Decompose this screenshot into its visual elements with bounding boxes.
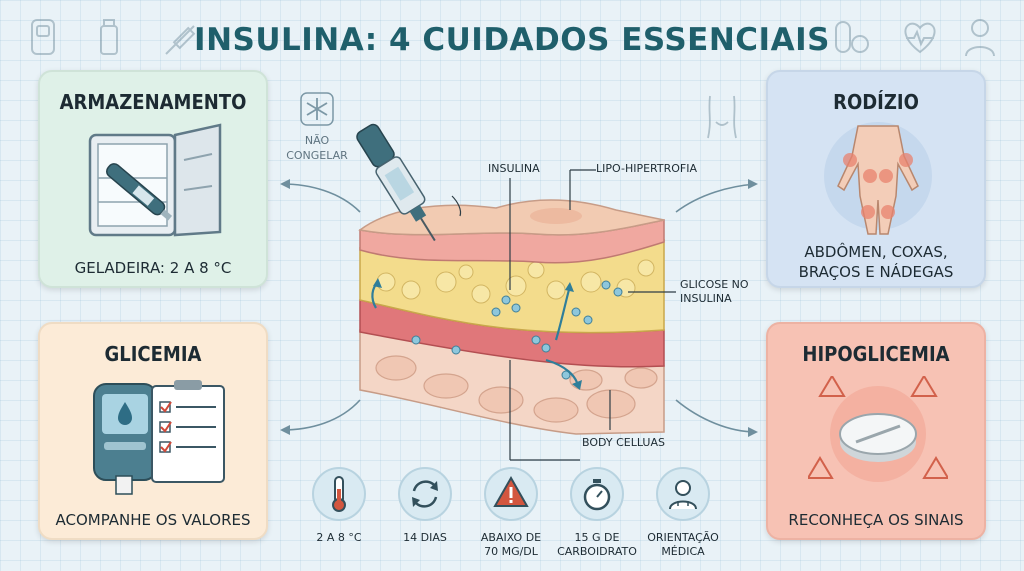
cycle-icon-circle [398, 467, 452, 521]
warning-icon [493, 475, 529, 507]
stopwatch-icon [583, 479, 611, 511]
card-caption: GELADEIRA: 2 A 8 °C [74, 259, 232, 277]
callout-body: BODY CELLUAS [582, 436, 665, 449]
card-caption: RECONHEÇA OS SINAIS [788, 511, 964, 529]
card-title: HIPOGLICEMIA [802, 342, 950, 366]
glucometer-checklist-icon [93, 380, 225, 495]
tablet-warning-icon [808, 376, 948, 482]
icon-label-carb: 15 G DE CARBOIDRATO [552, 531, 642, 559]
warning-icon-circle [484, 467, 538, 521]
card-title: RODÍZIO [833, 90, 919, 114]
icon-label-line1: ORIENTAÇÃO [647, 531, 719, 544]
card-caption-line1: ABDÔMEN, COXAS, [804, 243, 948, 261]
doctor-icon-circle [656, 467, 710, 521]
icon-label-line1: 2 A 8 °C [316, 531, 362, 544]
cycle-icon [412, 480, 438, 508]
card-title: ARMAZENAMENTO [59, 90, 247, 114]
glucometer-icon [31, 19, 55, 55]
fridge-pen-icon [88, 123, 222, 237]
thermometer-icon [332, 476, 346, 512]
card-rodizio: RODÍZIO ABDÔMEN, COXAS, BRAÇOS E NÁDEGAS [766, 70, 986, 288]
icon-label-days: 14 DIAS [380, 531, 470, 545]
icon-label-line1: 15 G DE [574, 531, 620, 544]
pills-icon [835, 21, 869, 53]
callout-glicose-line2: INSULINA [680, 292, 732, 305]
card-hipoglicemia: HIPOGLICEMIA RECONHEÇA OS SINAIS [766, 322, 986, 540]
icon-label-line1: 14 DIAS [403, 531, 447, 544]
freeze-note: NÃO CONGELAR [282, 133, 352, 163]
callout-glicose-line1: GLICOSE NO [680, 278, 749, 291]
doctor-deco-icon [965, 19, 995, 57]
card-glicemia: GLICEMIA ACOMPANHE OS VALORES [38, 322, 268, 540]
icon-label-line1: ABAIXO DE [480, 531, 542, 544]
thermometer-icon-circle [312, 467, 366, 521]
stopwatch-icon-circle [570, 467, 624, 521]
icon-label-temp: 2 A 8 °C [294, 531, 384, 545]
vial-icon [100, 19, 118, 55]
body-sites-icon [824, 122, 932, 235]
icon-label-below: ABAIXO DE 70 MG/DL [466, 531, 556, 559]
icon-label-line2: 70 MG/DL [484, 545, 538, 558]
freeze-note-line1: NÃO [304, 134, 330, 147]
card-title: GLICEMIA [104, 342, 202, 366]
icon-label-line2: MÉDICA [661, 545, 705, 558]
snowflake-icon [300, 92, 334, 126]
card-armazenamento: ARMAZENAMENTO GELADEIRA: 2 A 8 °C [38, 70, 268, 288]
skin-cross-section-illustration [358, 199, 665, 435]
syringe-icon [165, 25, 196, 55]
page-title: INSULINA: 4 CUIDADOS ESSENCIAIS [194, 22, 830, 58]
icon-label-doctor: ORIENTAÇÃO MÉDICA [638, 531, 728, 559]
callout-insulina: INSULINA [488, 162, 540, 175]
icon-label-line2: CARBOIDRATO [557, 545, 637, 558]
card-caption: ACOMPANHE OS VALORES [55, 511, 251, 529]
doctor-icon [669, 480, 697, 510]
card-caption-line2: BRAÇOS E NÁDEGAS [798, 263, 954, 281]
callout-glicose: GLICOSE NO INSULINA [680, 278, 749, 306]
heart-pulse-icon [904, 22, 936, 54]
freeze-note-line2: CONGELAR [286, 149, 348, 162]
insulin-pen-icon [356, 123, 436, 242]
torso-outline-icon [707, 95, 737, 139]
callout-lipo: LIPO-HIPERTROFIA [596, 162, 697, 175]
